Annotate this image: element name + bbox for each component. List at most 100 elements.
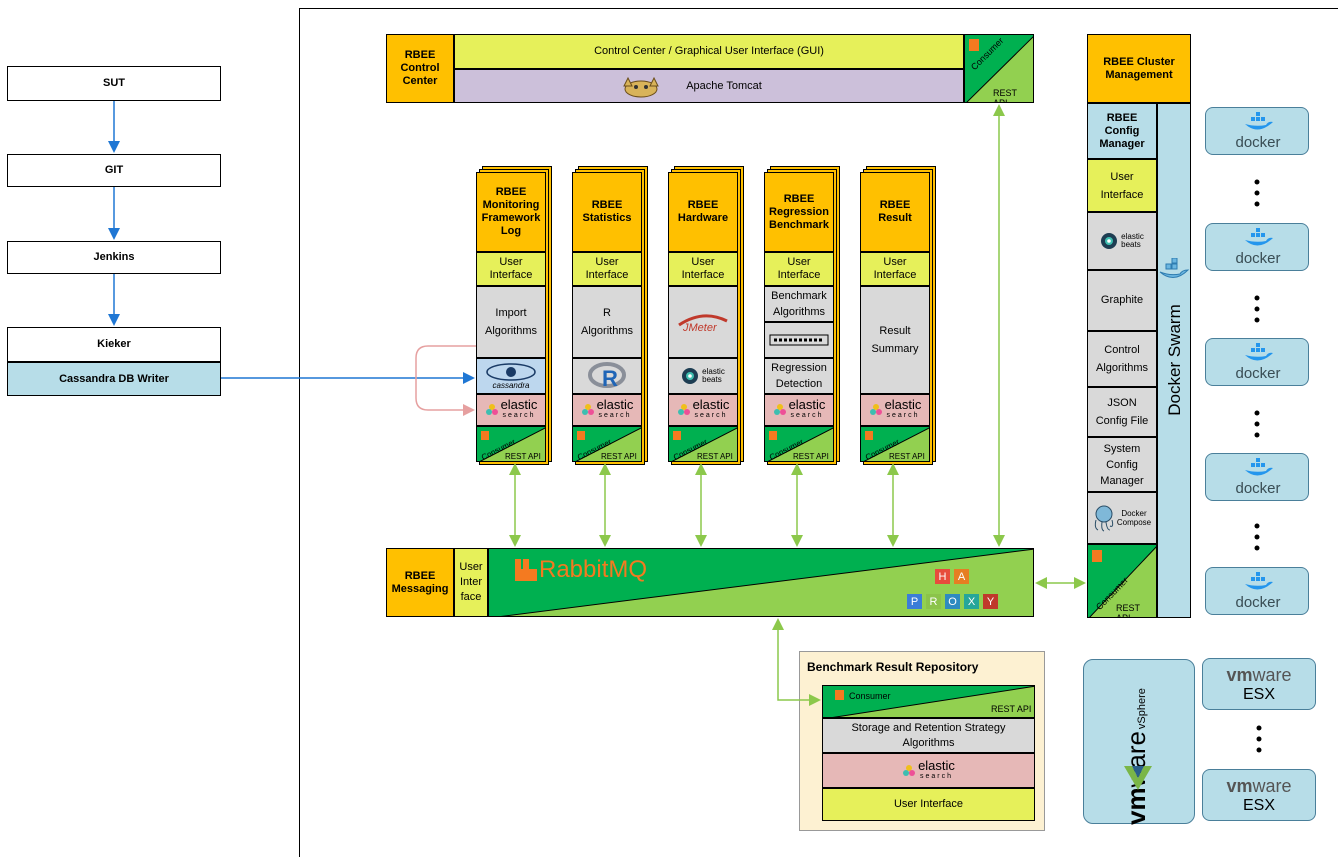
config-manager-text: RBEE Config Manager	[1099, 111, 1145, 150]
json-config-block: JSON Config File	[1087, 387, 1157, 437]
ellipsis-icon	[1254, 410, 1260, 438]
service-ui-text: User Interface	[873, 256, 917, 281]
r-logo-icon: R	[588, 362, 626, 391]
docker-compose-block: Docker Compose	[1087, 492, 1157, 544]
messaging-ui-text: User Inter face	[459, 561, 483, 603]
cluster-title: RBEE Cluster Management	[1087, 34, 1191, 103]
beats-icon	[1101, 233, 1118, 249]
docker-instance: docker	[1205, 107, 1309, 155]
control-algorithms-block: Control Algorithms	[1087, 331, 1157, 387]
docker-label: docker	[1235, 594, 1281, 611]
docker-compose-text: Docker Compose	[1116, 509, 1152, 527]
service-title-text: RBEE Regression Benchmark	[769, 192, 829, 231]
tomcat-label: Apache Tomcat	[686, 79, 762, 92]
rabbitmq-text: RabbitMQ	[539, 556, 648, 583]
rabbitmq-mini-icon	[769, 431, 777, 440]
system-config-block: System Config Manager	[1087, 437, 1157, 492]
octopus-icon	[1094, 505, 1114, 532]
docker-label: docker	[1235, 134, 1281, 151]
service-ui-text: User Interface	[585, 256, 629, 281]
cassandra-writer-label: Cassandra DB Writer	[59, 372, 169, 385]
elastic-icon	[869, 404, 882, 415]
docker-whale-icon	[1245, 343, 1273, 361]
beats-label-1: elastic	[702, 367, 725, 376]
git-label: GIT	[104, 164, 124, 176]
tomcat-icon	[623, 76, 659, 98]
esx-text: ESX	[1242, 686, 1275, 703]
rabbitmq-mini-icon	[969, 39, 979, 51]
repository-ui-text: User Interface	[893, 798, 964, 810]
messaging-ui: User Inter face	[454, 548, 488, 617]
search-label: search	[598, 412, 632, 419]
jenkins-box: Jenkins	[7, 241, 221, 274]
rabbitmq-mini-icon	[577, 431, 585, 440]
gui-label: Control Center / Graphical User Interfac…	[594, 45, 824, 57]
gui-bar: Control Center / Graphical User Interfac…	[454, 34, 964, 69]
docker-instance: docker	[1205, 338, 1309, 386]
repository-api: Consumer REST API	[822, 685, 1035, 718]
jenkins-label: Jenkins	[93, 251, 135, 263]
service-api-hardware: Consumer REST API	[668, 426, 738, 462]
repository-consumer: Consumer	[849, 691, 891, 701]
service-title-text: RBEE Hardware	[677, 199, 729, 224]
service-ui-text: User Interface	[681, 256, 725, 281]
vm-text: vm	[1226, 776, 1253, 796]
vm-text: vm	[1121, 787, 1151, 825]
vsphere-text: vSphere	[1136, 688, 1148, 730]
r-letter: R	[602, 366, 618, 391]
cluster-rest-api: REST API	[1116, 603, 1140, 618]
service-title-text: RBEE Monitoring Framework Log	[481, 186, 541, 237]
service-ui-statistics: User Interface	[572, 252, 642, 286]
repository-rest-api: REST API	[991, 704, 1032, 714]
json-config-text: JSON Config File	[1095, 397, 1149, 427]
rest-api-label: REST API	[697, 452, 733, 461]
storage-text: Storage and Retention Strategy Algorithm…	[851, 721, 1006, 749]
ha-letter-a: A	[954, 569, 969, 584]
benchmark-logo-icon	[769, 334, 829, 346]
service-title-hardware: RBEE Hardware	[668, 172, 738, 252]
service-ui-monitoring: User Interface	[476, 252, 546, 286]
cassandra-writer-box: Cassandra DB Writer	[7, 362, 221, 396]
git-box: GIT	[7, 154, 221, 187]
control-algorithms-text: Control Algorithms	[1096, 344, 1148, 374]
storage-block: Storage and Retention Strategy Algorithm…	[822, 718, 1035, 753]
rest-api-label: REST API	[793, 452, 829, 461]
elastic-label: elastic	[788, 397, 826, 412]
rest-api-label: REST API	[505, 452, 541, 461]
cluster-api: Consumer REST API	[1087, 544, 1157, 618]
config-manager-title: RBEE Config Manager	[1087, 103, 1157, 159]
ware-text: ware	[1252, 776, 1292, 796]
rabbitmq-bar: RabbitMQ H A P R O X Y	[488, 548, 1034, 617]
rabbitmq-mini-icon	[1092, 550, 1102, 562]
graphite-text: Graphite	[1100, 294, 1144, 306]
elastic-label: elastic	[918, 757, 955, 773]
vm-text: vm	[1226, 665, 1253, 685]
service-algo-text: R Algorithms	[581, 307, 633, 337]
control-center-title: RBEE Control Center	[386, 34, 454, 103]
service-algo-text: Import Algorithms	[485, 307, 537, 337]
service-api-monitoring: Consumer REST API	[476, 426, 546, 462]
elastic-label: elastic	[500, 397, 538, 412]
elastic-label: elastic	[884, 397, 922, 412]
ellipsis-icon	[1254, 295, 1260, 323]
ha-letter-h: H	[935, 569, 950, 584]
ellipsis-icon	[1254, 179, 1260, 207]
frame-top-line	[299, 8, 1338, 9]
beats-label-1: elastic	[1121, 232, 1144, 241]
service-algo-text: Benchmark Algorithms	[771, 290, 827, 318]
docker-whale-icon	[1245, 228, 1273, 246]
jmeter-block: JMeter	[668, 286, 738, 358]
search-label: search	[919, 772, 953, 780]
search-label: search	[790, 412, 824, 419]
cluster-ui-text: User Interface	[1100, 170, 1144, 201]
elastic-icon	[903, 764, 916, 776]
docker-instance: docker	[1205, 223, 1309, 271]
docker-label: docker	[1235, 250, 1281, 267]
service-api-regression: Consumer REST API	[764, 426, 834, 462]
r-logo-block: R	[572, 358, 642, 394]
control-center-title-text: RBEE Control Center	[400, 49, 440, 87]
